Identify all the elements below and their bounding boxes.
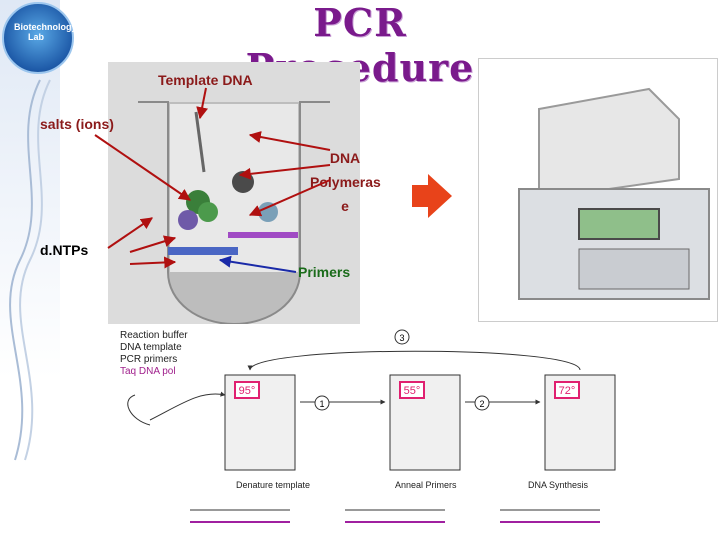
cycle-badge — [474, 395, 490, 411]
pcr-tube-icon — [138, 101, 330, 326]
machine-step-1 — [224, 374, 296, 471]
arrow-polymerase-1 — [248, 131, 331, 151]
list-item: Taq DNA pol — [120, 366, 176, 377]
arrow-primers — [218, 255, 297, 273]
cycle-badge — [394, 329, 410, 345]
step-temp: 55° — [404, 385, 421, 397]
arrow-load — [149, 391, 226, 421]
arrow-cycle-back — [247, 350, 581, 371]
cycle-badge — [314, 395, 330, 411]
background-panel — [0, 0, 60, 540]
label-dntps: d.NTPs — [40, 242, 89, 258]
machine-step-2 — [389, 374, 461, 471]
machine-step-3 — [544, 374, 616, 471]
step-label: DNA Synthesis — [528, 480, 589, 490]
tube-illustration — [108, 62, 360, 326]
step-label: Denature template — [236, 480, 310, 490]
arrow-salts — [94, 134, 191, 201]
pipette-icon — [127, 394, 151, 426]
cycle-number: 3 — [399, 333, 404, 343]
step-temp: 95° — [239, 385, 256, 397]
list-item: Reaction buffer — [120, 330, 188, 341]
list-item: PCR primers — [120, 354, 178, 365]
arrow-dntps-3 — [129, 256, 177, 269]
thermocycler-photo — [478, 58, 718, 322]
step-label: Anneal Primers — [395, 480, 457, 490]
big-right-arrow-icon — [412, 174, 452, 218]
cycle-number: 2 — [479, 399, 484, 409]
cycle-number: 1 — [319, 399, 324, 409]
label-salts: salts (ions) — [40, 116, 114, 132]
label-primers: Primers — [298, 264, 351, 280]
lab-logo-icon — [2, 2, 74, 74]
arrow-dntps-2 — [129, 235, 177, 253]
arrow-polymerase-2 — [238, 164, 331, 180]
arrow-template — [196, 87, 209, 120]
logo-text: Biotechnology Lab — [14, 22, 77, 42]
reaction-list: Reaction buffer DNA template PCR primers… — [120, 330, 188, 378]
thermocycler-icon — [518, 87, 710, 300]
list-item: DNA template — [120, 342, 182, 353]
arrow-polymerase-3 — [248, 179, 331, 217]
label-polymerase: DNA Polymeras e — [310, 150, 381, 214]
arrow-dntps-1 — [107, 217, 153, 249]
step-temp: 72° — [559, 385, 576, 397]
dna-helix-decoration — [9, 79, 51, 461]
label-template-dna: Template DNA — [158, 72, 253, 88]
